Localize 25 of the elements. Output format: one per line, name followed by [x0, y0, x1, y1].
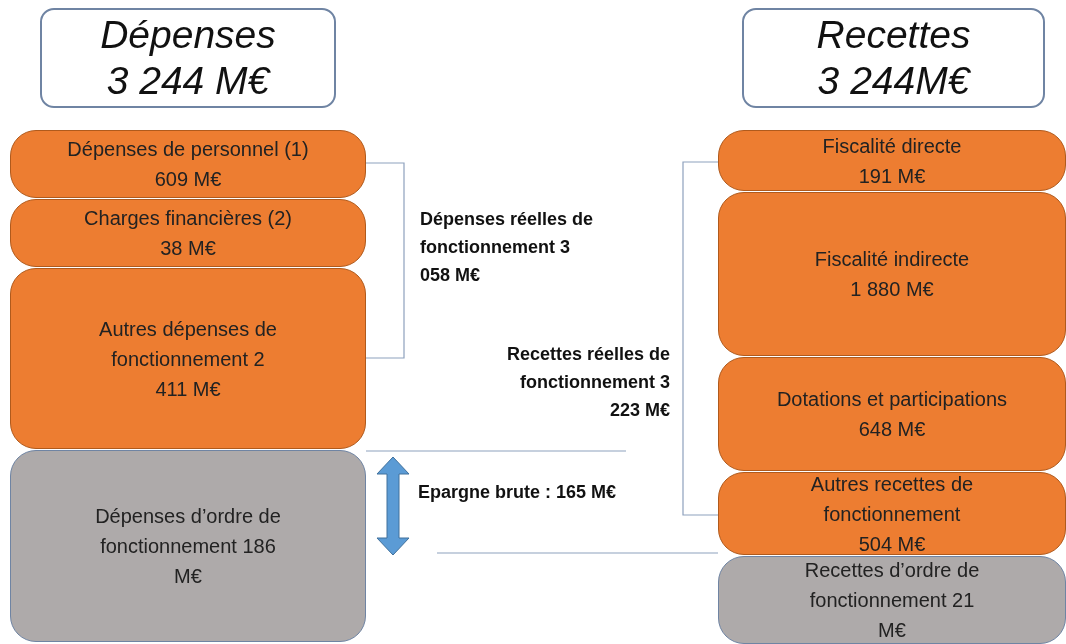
block-label: Charges financières (2) 38 M€	[83, 206, 293, 261]
heading: Recettes 3 244M€	[815, 12, 972, 104]
annotation-text: Recettes réelles de fonctionnement 3 223 M€	[505, 343, 670, 422]
block-label: Dépenses d’ordre de fonctionnement 186 M€	[94, 504, 282, 589]
expense-block	[10, 199, 366, 267]
block-label: Recettes d’ordre de fonctionnement 21 M€	[803, 558, 981, 643]
annotation-text: Dépenses réelles de fonctionnement 3 058 M€	[420, 208, 595, 287]
revenue-block	[718, 192, 1066, 356]
revenue-block	[718, 472, 1066, 555]
revenue-block	[718, 130, 1066, 191]
expense-block	[10, 130, 366, 198]
block-label: Dotations et participations 648 M€	[775, 387, 1009, 442]
revenue-block	[718, 357, 1066, 471]
title-box	[742, 8, 1045, 108]
heading: Dépenses 3 244 M€	[99, 12, 277, 104]
block-label: Autres recettes de fonctionnement 504 M€	[809, 471, 975, 557]
title-box	[40, 8, 336, 108]
annotation-text: Epargne brute : 165 M€	[418, 481, 618, 504]
block-label: Autres dépenses de fonctionnement 2 411 M€	[98, 316, 278, 402]
block-label: Dépenses de personnel (1) 609 M€	[66, 137, 310, 192]
expense-block	[10, 450, 366, 642]
revenue-block	[718, 556, 1066, 644]
block-label: Fiscalité indirecte 1 880 M€	[813, 247, 971, 302]
block-label: Fiscalité directe 191 M€	[821, 133, 963, 189]
expense-block	[10, 268, 366, 449]
